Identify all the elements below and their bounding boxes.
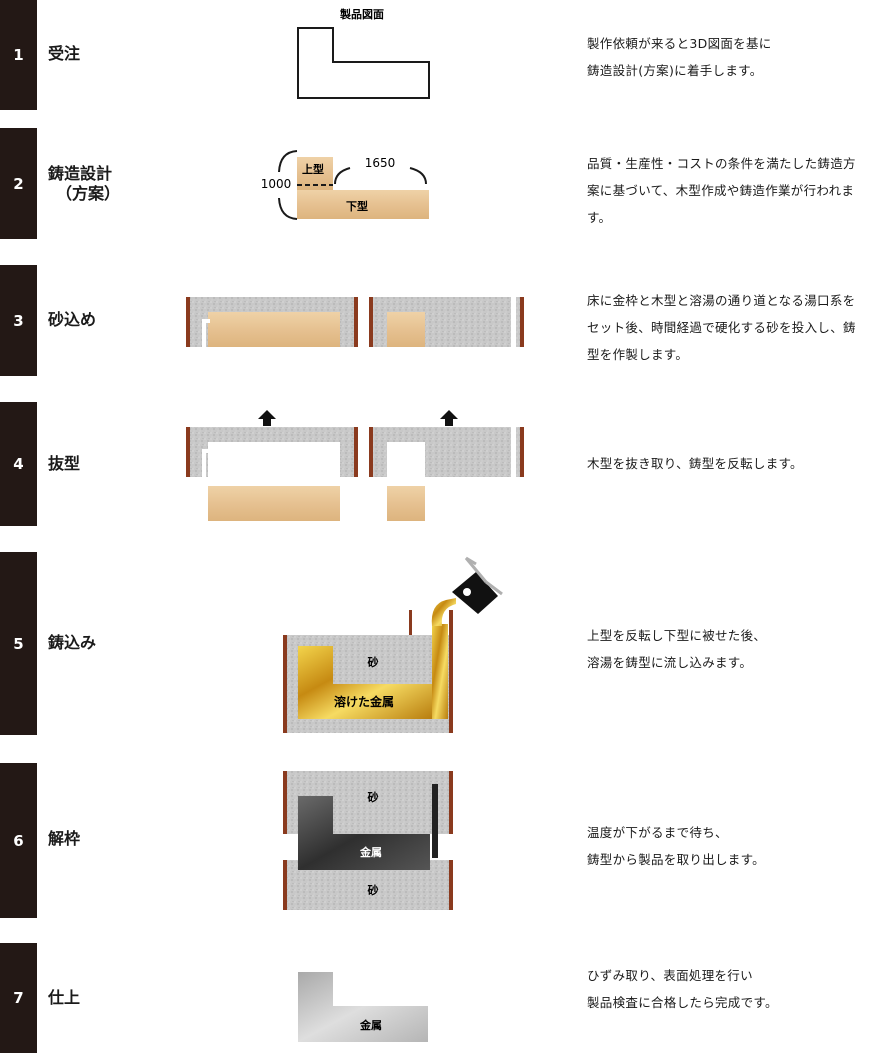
flask-wall-right xyxy=(354,427,358,477)
ladle-handle xyxy=(464,557,488,583)
flask-wall-right xyxy=(354,297,358,347)
flask-wall-left xyxy=(369,297,373,347)
shakeout-illustration: 砂 金属 砂 xyxy=(283,771,453,910)
flask-wall-left xyxy=(283,771,287,834)
flask-wall-left xyxy=(283,860,287,910)
upper-mold-label: 上型 xyxy=(302,162,324,176)
sand-label: 砂 xyxy=(368,883,379,897)
cast-metal-part xyxy=(298,796,430,870)
step-number: 7 xyxy=(0,943,37,1053)
molten-metal-cavity xyxy=(298,646,432,719)
step-1: 1 受注 製品図面 製作依頼が来ると3D図面を基に 鋳造設計(方案)に着手します… xyxy=(0,0,890,110)
product-drawing-illustration: 製品図面 xyxy=(297,7,430,99)
ladle-pivot xyxy=(463,588,471,596)
flask-wall-right xyxy=(520,427,524,477)
step-description: 床に金枠と木型と溶湯の通り道となる湯口系を セット後、時間経過で硬化する砂を投入… xyxy=(587,293,856,362)
flask-wall-left xyxy=(283,635,287,733)
step-number: 3 xyxy=(0,265,37,376)
metal-label: 金属 xyxy=(359,845,382,859)
removed-upper-pattern xyxy=(387,486,425,521)
lower-pattern xyxy=(208,312,340,347)
upper-pattern xyxy=(387,312,425,347)
sprue-channel xyxy=(202,449,210,477)
up-arrow-icon xyxy=(258,410,276,426)
molten-metal-label: 溶けた金属 xyxy=(334,694,394,709)
step-number: 5 xyxy=(0,552,37,735)
pattern-removal-illustration xyxy=(186,410,524,521)
removed-lower-pattern xyxy=(208,486,340,521)
flask-wall-right xyxy=(449,771,453,834)
step-3: 3 砂込め 床に金枠と木型と溶湯の通り道となる湯口系を セット後、時間経過で硬化… xyxy=(0,265,890,376)
step-5: 5 鋳込み 砂 溶けた金属 上型を反転し下型に被せた後、 溶湯を鋳型に流し込みま… xyxy=(0,552,890,735)
flask-wall-right xyxy=(449,860,453,910)
step-title: 砂込め xyxy=(48,310,97,329)
mold-cavity xyxy=(387,442,425,477)
metal-label: 金属 xyxy=(359,1018,382,1032)
casting-plan-illustration: 上型 下型 1000 1650 xyxy=(261,150,429,220)
step-6: 6 解枠 砂 金属 砂 温度が下がるまで待ち、 鋳型から製品を取り出します。 xyxy=(0,763,890,918)
lower-mold-block xyxy=(297,190,429,219)
step-number: 2 xyxy=(0,128,37,239)
sand-label: 砂 xyxy=(368,790,379,804)
height-bracket-top xyxy=(278,150,298,173)
sprue-channel xyxy=(202,319,210,347)
finished-product xyxy=(298,972,428,1042)
step-description: 木型を抜き取り、鋳型を反転します。 xyxy=(587,456,803,471)
step-4: 4 抜型 木型を抜き取り、鋳型を反転します。 xyxy=(0,402,890,526)
ladle-handle xyxy=(485,580,503,596)
lower-mold-label: 下型 xyxy=(346,199,368,213)
product-outline xyxy=(297,27,430,99)
step-description: ひずみ取り、表面処理を行い 製品検査に合格したら完成です。 xyxy=(587,968,778,1010)
flask-wall-left xyxy=(186,427,190,477)
step-number: 6 xyxy=(0,763,37,918)
flask-wall-left xyxy=(186,297,190,347)
step-description: 製作依頼が来ると3D図面を基に 鋳造設計(方案)に着手します。 xyxy=(587,36,772,78)
sprue-metal xyxy=(432,784,438,858)
step-number: 4 xyxy=(0,402,37,526)
up-arrow-icon xyxy=(440,410,458,426)
flask-wall-right xyxy=(449,610,453,733)
sprue-fill xyxy=(432,624,448,719)
step-description: 品質・生産性・コストの条件を満たした鋳造方 案に基づいて、木型作成や鋳造作業が行… xyxy=(587,156,856,225)
width-dimension: 1650 xyxy=(365,156,396,170)
pouring-illustration: 砂 溶けた金属 xyxy=(283,556,503,733)
drawing-label: 製品図面 xyxy=(339,7,384,21)
step-title: 鋳造設計 （方案） xyxy=(48,164,121,203)
step-title: 仕上 xyxy=(48,988,81,1007)
flask-wall-left xyxy=(369,427,373,477)
step-7: 7 仕上 金属 ひずみ取り、表面処理を行い 製品検査に合格したら完成です。 xyxy=(0,943,890,1053)
width-bracket-right xyxy=(409,167,427,185)
pouring-stream xyxy=(431,598,456,626)
step-2: 2 鋳造設計 （方案） 上型 下型 1000 1650 品質・生産性・コストの条… xyxy=(0,128,890,239)
height-bracket-bottom xyxy=(278,197,298,220)
step-title: 抜型 xyxy=(48,454,81,473)
step-description: 上型を反転し下型に被せた後、 溶湯を鋳型に流し込みます。 xyxy=(587,628,767,670)
sand-filling-illustration xyxy=(186,297,524,347)
sprue-wall xyxy=(409,610,412,635)
ladle-handle xyxy=(465,556,477,566)
ladle-icon xyxy=(452,572,498,614)
riser-gap xyxy=(511,297,516,347)
step-number: 1 xyxy=(0,0,37,110)
step-title: 鋳込み xyxy=(48,633,97,652)
step-title: 解枠 xyxy=(48,829,81,848)
step-description: 温度が下がるまで待ち、 鋳型から製品を取り出します。 xyxy=(587,825,765,867)
width-bracket-left xyxy=(334,167,351,185)
riser-gap xyxy=(511,427,516,477)
mold-cavity xyxy=(208,442,340,477)
finishing-illustration: 金属 xyxy=(298,972,428,1042)
step-title: 受注 xyxy=(48,44,81,63)
height-dimension: 1000 xyxy=(261,177,292,191)
sand-label: 砂 xyxy=(368,655,379,669)
flask-wall-right xyxy=(520,297,524,347)
